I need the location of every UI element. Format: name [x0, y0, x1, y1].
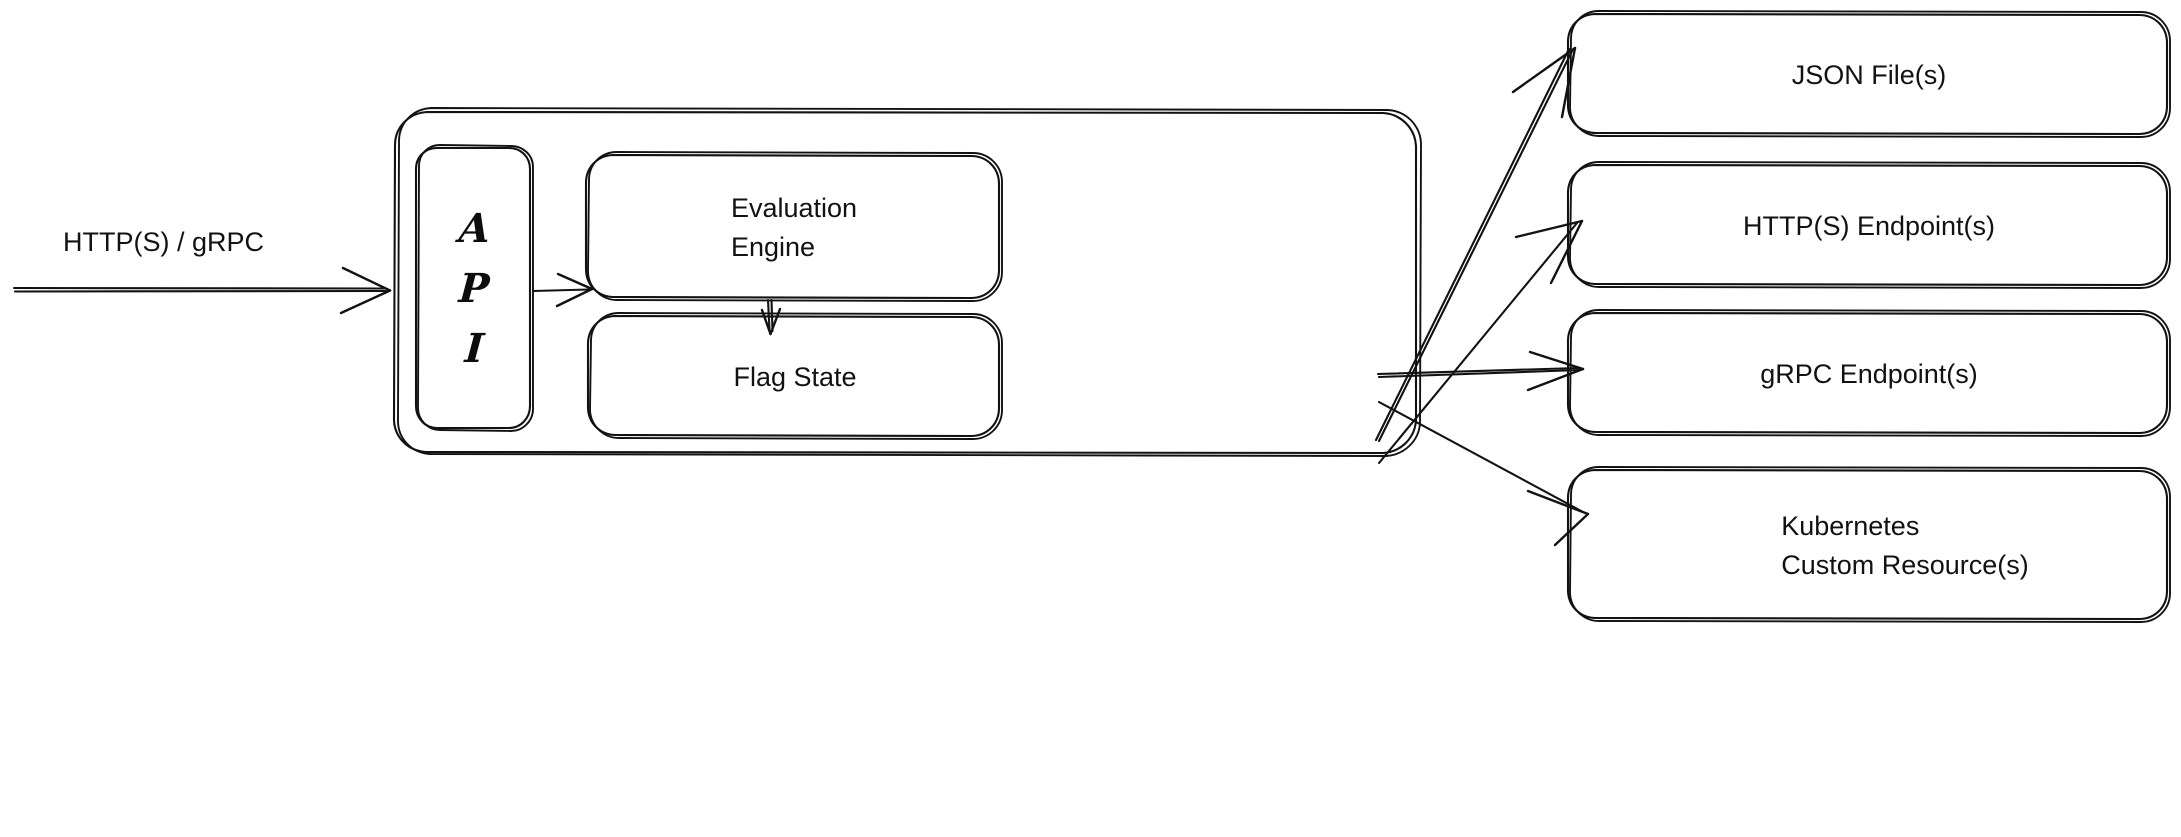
http-endpoints-box	[1566, 161, 2171, 289]
flag-state-to-grpc-endpoints-arrow	[1376, 350, 1585, 392]
api-to-evaluation-engine-arrow	[531, 272, 594, 308]
grpc-endpoints-box	[1566, 309, 2171, 437]
api-box	[414, 144, 534, 432]
api-letter-p: P	[457, 264, 492, 312]
flagd-container	[392, 107, 1422, 457]
flag-state-box	[586, 312, 1003, 440]
json-files-box	[1566, 10, 2171, 138]
ingress-label: HTTP(S) / gRPC	[63, 227, 265, 257]
kubernetes-custom-resources-box	[1566, 466, 2171, 623]
ingress-arrow	[12, 266, 392, 315]
api-label: A P I	[416, 148, 533, 429]
flag-state-to-json-files-arrow	[1374, 46, 1577, 443]
api-letter-a: A	[457, 204, 492, 252]
evaluation-engine-box	[584, 151, 1003, 302]
flag-state-to-http-endpoints-arrow	[1377, 219, 1584, 465]
api-letter-i: I	[463, 324, 486, 372]
